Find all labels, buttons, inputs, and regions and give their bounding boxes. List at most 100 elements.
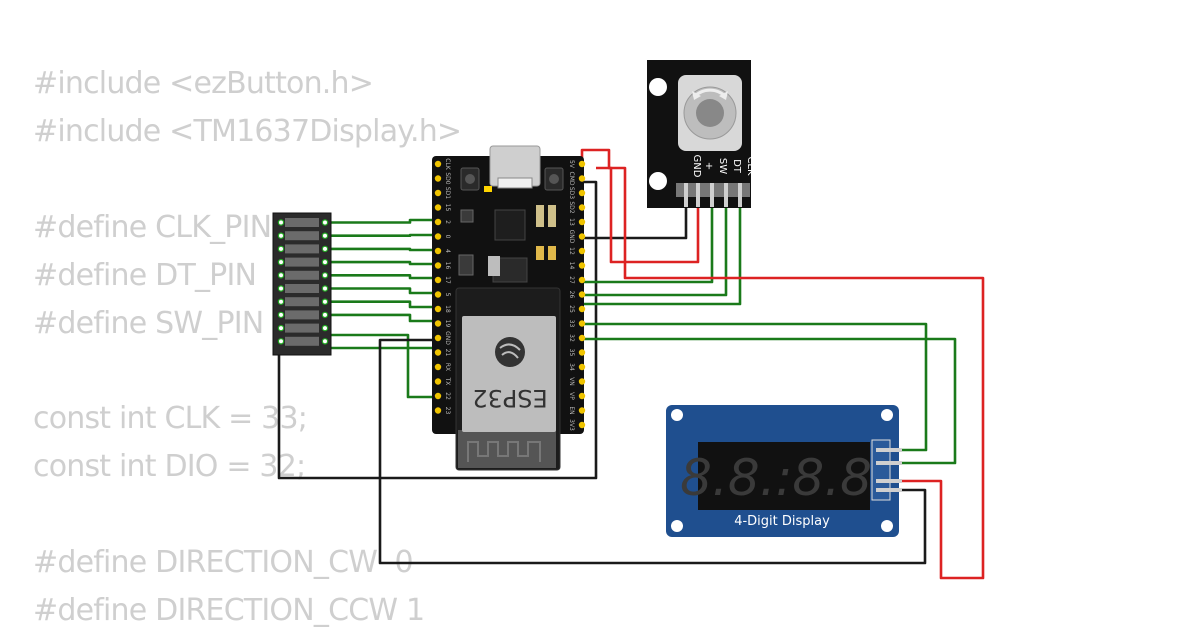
esp32-pin[interactable] <box>434 334 442 342</box>
led-pin <box>321 258 329 266</box>
esp32-pin[interactable] <box>578 291 586 298</box>
esp32-pin[interactable] <box>434 262 442 269</box>
esp32-pin[interactable] <box>578 407 586 414</box>
esp32-pin[interactable] <box>578 189 586 197</box>
wire-led-8[interactable] <box>325 313 438 323</box>
esp32-pin[interactable] <box>434 407 442 414</box>
esp32-pin[interactable] <box>578 276 586 284</box>
wire-led-4[interactable] <box>325 260 438 266</box>
esp32-pin[interactable] <box>578 349 586 356</box>
esp32-pin[interactable] <box>434 291 442 298</box>
esp32-pin[interactable] <box>578 334 586 342</box>
esp32-pin-label: SD2 <box>568 201 575 213</box>
esp32-pin[interactable] <box>434 378 442 385</box>
led-bar-graph[interactable] <box>272 212 332 356</box>
wire-display-dio[interactable] <box>582 337 957 465</box>
led-pin <box>321 285 329 292</box>
esp32-pin[interactable] <box>578 175 586 182</box>
esp32-pin-label: SD0 <box>444 172 451 184</box>
led-segment <box>285 310 319 320</box>
esp32-pin-label: 2 <box>444 220 451 224</box>
code-line: #define SW_PIN <box>33 305 264 341</box>
esp32-pin-label: 23 <box>444 407 451 415</box>
wire-encoder-sw[interactable] <box>582 205 714 284</box>
esp32-pin-label: 21 <box>444 349 451 357</box>
seven-segment-display[interactable]: 8.8.:8.8. 4-Digit Display <box>666 405 902 537</box>
wire-led-1[interactable] <box>325 218 438 224</box>
esp32-pin[interactable] <box>434 247 442 255</box>
esp32-pin-label: VN <box>568 377 575 386</box>
code-line: #define DT_PIN <box>33 257 257 293</box>
wire-display-clk[interactable] <box>582 322 928 452</box>
encoder-pin[interactable] <box>696 183 700 207</box>
esp32-pin-label: 5V <box>568 160 575 169</box>
esp32-pin[interactable] <box>578 421 586 429</box>
wire-encoder-dt[interactable] <box>582 205 728 297</box>
esp32-pin[interactable] <box>434 233 442 240</box>
encoder-pin[interactable] <box>724 183 728 207</box>
led-pin <box>277 272 285 279</box>
esp32-pin-label: 5 <box>444 293 451 297</box>
esp32-pin[interactable] <box>434 349 442 356</box>
encoder-pin[interactable] <box>684 183 688 207</box>
wire-led-5[interactable] <box>325 274 438 280</box>
esp32-pin[interactable] <box>578 363 586 371</box>
esp32-pin[interactable] <box>434 204 442 211</box>
esp32-pin[interactable] <box>578 320 586 327</box>
display-pin[interactable] <box>876 479 902 483</box>
wire-encoder-clk[interactable] <box>582 205 742 306</box>
led-segment <box>285 270 319 280</box>
esp32-pin[interactable] <box>578 305 586 313</box>
esp32-pin[interactable] <box>434 392 442 400</box>
esp32-pin[interactable] <box>578 160 586 168</box>
esp32-pin-label: 0 <box>444 235 451 239</box>
led-pin <box>321 272 329 279</box>
esp32-pin[interactable] <box>434 189 442 197</box>
esp32-pin[interactable] <box>578 247 586 255</box>
encoder-pin-label: GND <box>691 155 702 178</box>
led-pin <box>277 258 285 266</box>
esp32-pin-label: VP <box>568 392 575 400</box>
esp32-pin-label: 34 <box>568 363 575 371</box>
esp32-pin[interactable] <box>578 378 586 385</box>
esp32-pin-label: 13 <box>568 218 575 226</box>
esp32-pin-label: 15 <box>444 204 451 212</box>
esp32-pin[interactable] <box>434 305 442 313</box>
display-digits: 8.8.:8.8. <box>680 449 888 507</box>
wire-5v-display[interactable] <box>596 166 985 580</box>
esp32-pin[interactable] <box>434 276 442 284</box>
esp32-pin[interactable] <box>578 233 586 240</box>
display-pin[interactable] <box>876 488 902 492</box>
wire-gnd-display[interactable] <box>378 338 927 565</box>
display-caption: 4-Digit Display <box>734 514 830 529</box>
esp32-pin-label: 27 <box>568 276 575 284</box>
wire-gnd-bar[interactable] <box>277 180 598 480</box>
display-pin[interactable] <box>876 461 902 465</box>
wire-led-2[interactable] <box>325 233 438 237</box>
esp32-pin[interactable] <box>434 363 442 371</box>
esp32-pin[interactable] <box>434 218 442 226</box>
esp32-pin-label: 14 <box>568 262 575 270</box>
esp32-pin[interactable] <box>434 175 442 182</box>
wire-tx[interactable] <box>325 333 438 399</box>
esp32-board[interactable]: ESP32 CLKSD0SD115204161751819GND21RXTX22… <box>432 145 586 471</box>
esp32-pin[interactable] <box>434 160 442 168</box>
encoder-pin[interactable] <box>710 183 714 207</box>
esp32-pin-label: 35 <box>568 349 575 357</box>
esp32-pin[interactable] <box>578 218 586 226</box>
wire-led-6[interactable] <box>325 287 438 295</box>
esp32-pin[interactable] <box>434 320 442 327</box>
display-pin[interactable] <box>876 448 902 452</box>
esp32-pin[interactable] <box>578 392 586 400</box>
esp32-pin[interactable] <box>578 204 586 211</box>
encoder-pin[interactable] <box>738 183 742 207</box>
led-pin <box>321 298 329 305</box>
wire-led-3[interactable] <box>325 247 438 252</box>
mount-hole <box>649 172 667 190</box>
wire-encoder-gnd[interactable] <box>582 205 688 240</box>
esp32-pin[interactable] <box>578 262 586 269</box>
wire-led-7[interactable] <box>325 300 438 309</box>
led-segment <box>285 244 319 254</box>
code-line: #include <ezButton.h> <box>33 66 374 101</box>
